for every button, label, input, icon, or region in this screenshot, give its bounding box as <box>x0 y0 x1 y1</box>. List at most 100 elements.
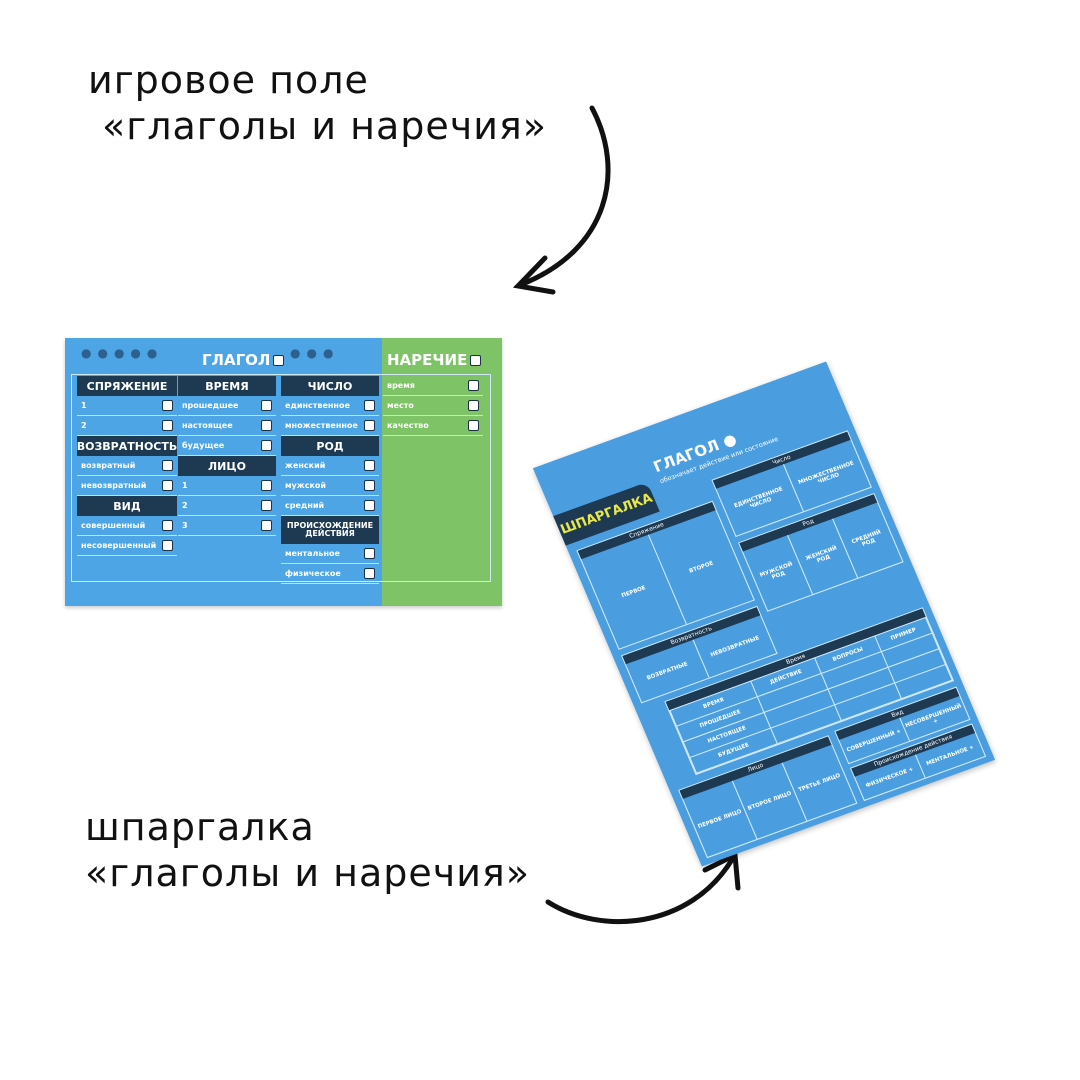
option-checkbox[interactable] <box>162 400 173 411</box>
board-option-row: будущее <box>178 436 276 456</box>
arrow-head <box>512 255 556 295</box>
board-option-row: 2 <box>77 416 177 436</box>
option-label: качество <box>387 421 429 430</box>
adverb-area <box>382 338 502 606</box>
option-label: множественное <box>285 421 358 430</box>
option-label: 2 <box>81 421 87 430</box>
option-label: единственное <box>285 401 350 410</box>
option-label: невозвратный <box>81 481 147 490</box>
option-checkbox[interactable] <box>261 440 272 451</box>
option-checkbox[interactable] <box>364 500 375 511</box>
board-category-header: ВИД <box>77 496 177 516</box>
board-option-row: средний <box>281 496 379 516</box>
option-label: мужской <box>285 481 326 490</box>
board-option-row: женский <box>281 456 379 476</box>
option-label: 2 <box>182 501 188 510</box>
board-option-row: прошедшее <box>178 396 276 416</box>
option-checkbox[interactable] <box>364 400 375 411</box>
board-option-row: множественное <box>281 416 379 436</box>
board-option-row: время <box>383 376 483 396</box>
option-label: средний <box>285 501 325 510</box>
board-frame <box>71 374 491 582</box>
option-checkbox[interactable] <box>261 480 272 491</box>
option-checkbox[interactable] <box>162 480 173 491</box>
board-category-header: СПРЯЖЕНИЕ <box>77 376 177 396</box>
option-label: время <box>387 381 415 390</box>
option-label: будущее <box>182 441 225 450</box>
column-4: время место качество <box>383 376 483 436</box>
verb-title: ГЛАГОЛ <box>202 351 285 369</box>
option-label: прошедшее <box>182 401 239 410</box>
verb-checkbox[interactable] <box>273 354 285 366</box>
option-label: женский <box>285 461 326 470</box>
board-category-header: ЛИЦО <box>178 456 276 476</box>
arrow-to-board <box>517 105 611 288</box>
board-option-row: единственное <box>281 396 379 416</box>
option-checkbox[interactable] <box>261 400 272 411</box>
caption-game-board: игровое поле «глаголы и наречия» <box>88 58 547 149</box>
option-checkbox[interactable] <box>468 420 479 431</box>
verb-title-text: ГЛАГОЛ <box>202 351 271 369</box>
board-option-row: 1 <box>77 396 177 416</box>
option-label: ментальное <box>285 549 340 558</box>
option-label: несовершенный <box>81 541 157 550</box>
board-option-row: настоящее <box>178 416 276 436</box>
option-checkbox[interactable] <box>162 540 173 551</box>
option-checkbox[interactable] <box>162 420 173 431</box>
caption-line: «глаголы и наречия» <box>102 103 548 148</box>
paw-prints-icon: ●●●●● <box>81 346 164 360</box>
option-checkbox[interactable] <box>468 380 479 391</box>
option-checkbox[interactable] <box>261 420 272 431</box>
board-option-row: физическое <box>281 564 379 584</box>
caption-line: шпаргалка <box>85 805 315 849</box>
option-label: настоящее <box>182 421 233 430</box>
option-checkbox[interactable] <box>364 568 375 579</box>
adverb-title-text: НАРЕЧИЕ <box>387 351 468 369</box>
option-label: 3 <box>182 521 188 530</box>
board-option-row: мужской <box>281 476 379 496</box>
board-option-row: несовершенный <box>77 536 177 556</box>
board-option-row: возвратный <box>77 456 177 476</box>
adverb-title: НАРЕЧИЕ <box>387 351 482 369</box>
board-option-row: ментальное <box>281 544 379 564</box>
option-checkbox[interactable] <box>261 500 272 511</box>
caption-line: «глаголы и наречия» <box>85 850 531 895</box>
option-checkbox[interactable] <box>364 420 375 431</box>
option-checkbox[interactable] <box>162 460 173 471</box>
board-option-row: 3 <box>178 516 276 536</box>
board-category-header: ПРОИСХОЖДЕНИЕ ДЕЙСТВИЯ <box>281 516 379 544</box>
board-option-row: место <box>383 396 483 416</box>
board-option-row: качество <box>383 416 483 436</box>
board-category-header: ВРЕМЯ <box>178 376 276 396</box>
board-option-row: невозвратный <box>77 476 177 496</box>
option-checkbox[interactable] <box>261 520 272 531</box>
caption-cheat-sheet: шпаргалка «глаголы и наречия» <box>85 805 530 896</box>
board-option-row: 1 <box>178 476 276 496</box>
option-checkbox[interactable] <box>162 520 173 531</box>
paw-icon: ● <box>719 429 740 451</box>
board-category-header: ВОЗВРАТНОСТЬ <box>77 436 177 456</box>
arrow-to-sheet <box>545 855 736 925</box>
board-option-row: 2 <box>178 496 276 516</box>
adverb-checkbox[interactable] <box>470 354 482 366</box>
option-label: физическое <box>285 569 341 578</box>
option-checkbox[interactable] <box>364 480 375 491</box>
paw-prints-icon: ●●● <box>290 346 340 360</box>
option-label: место <box>387 401 414 410</box>
option-label: возвратный <box>81 461 136 470</box>
option-checkbox[interactable] <box>364 460 375 471</box>
option-label: 1 <box>81 401 87 410</box>
option-label: 1 <box>182 481 188 490</box>
board-category-header: ЧИСЛО <box>281 376 379 396</box>
caption-line: игровое поле <box>88 58 369 102</box>
arrow-head <box>702 851 741 891</box>
option-checkbox[interactable] <box>364 548 375 559</box>
option-checkbox[interactable] <box>468 400 479 411</box>
board-option-row: совершенный <box>77 516 177 536</box>
option-label: совершенный <box>81 521 146 530</box>
